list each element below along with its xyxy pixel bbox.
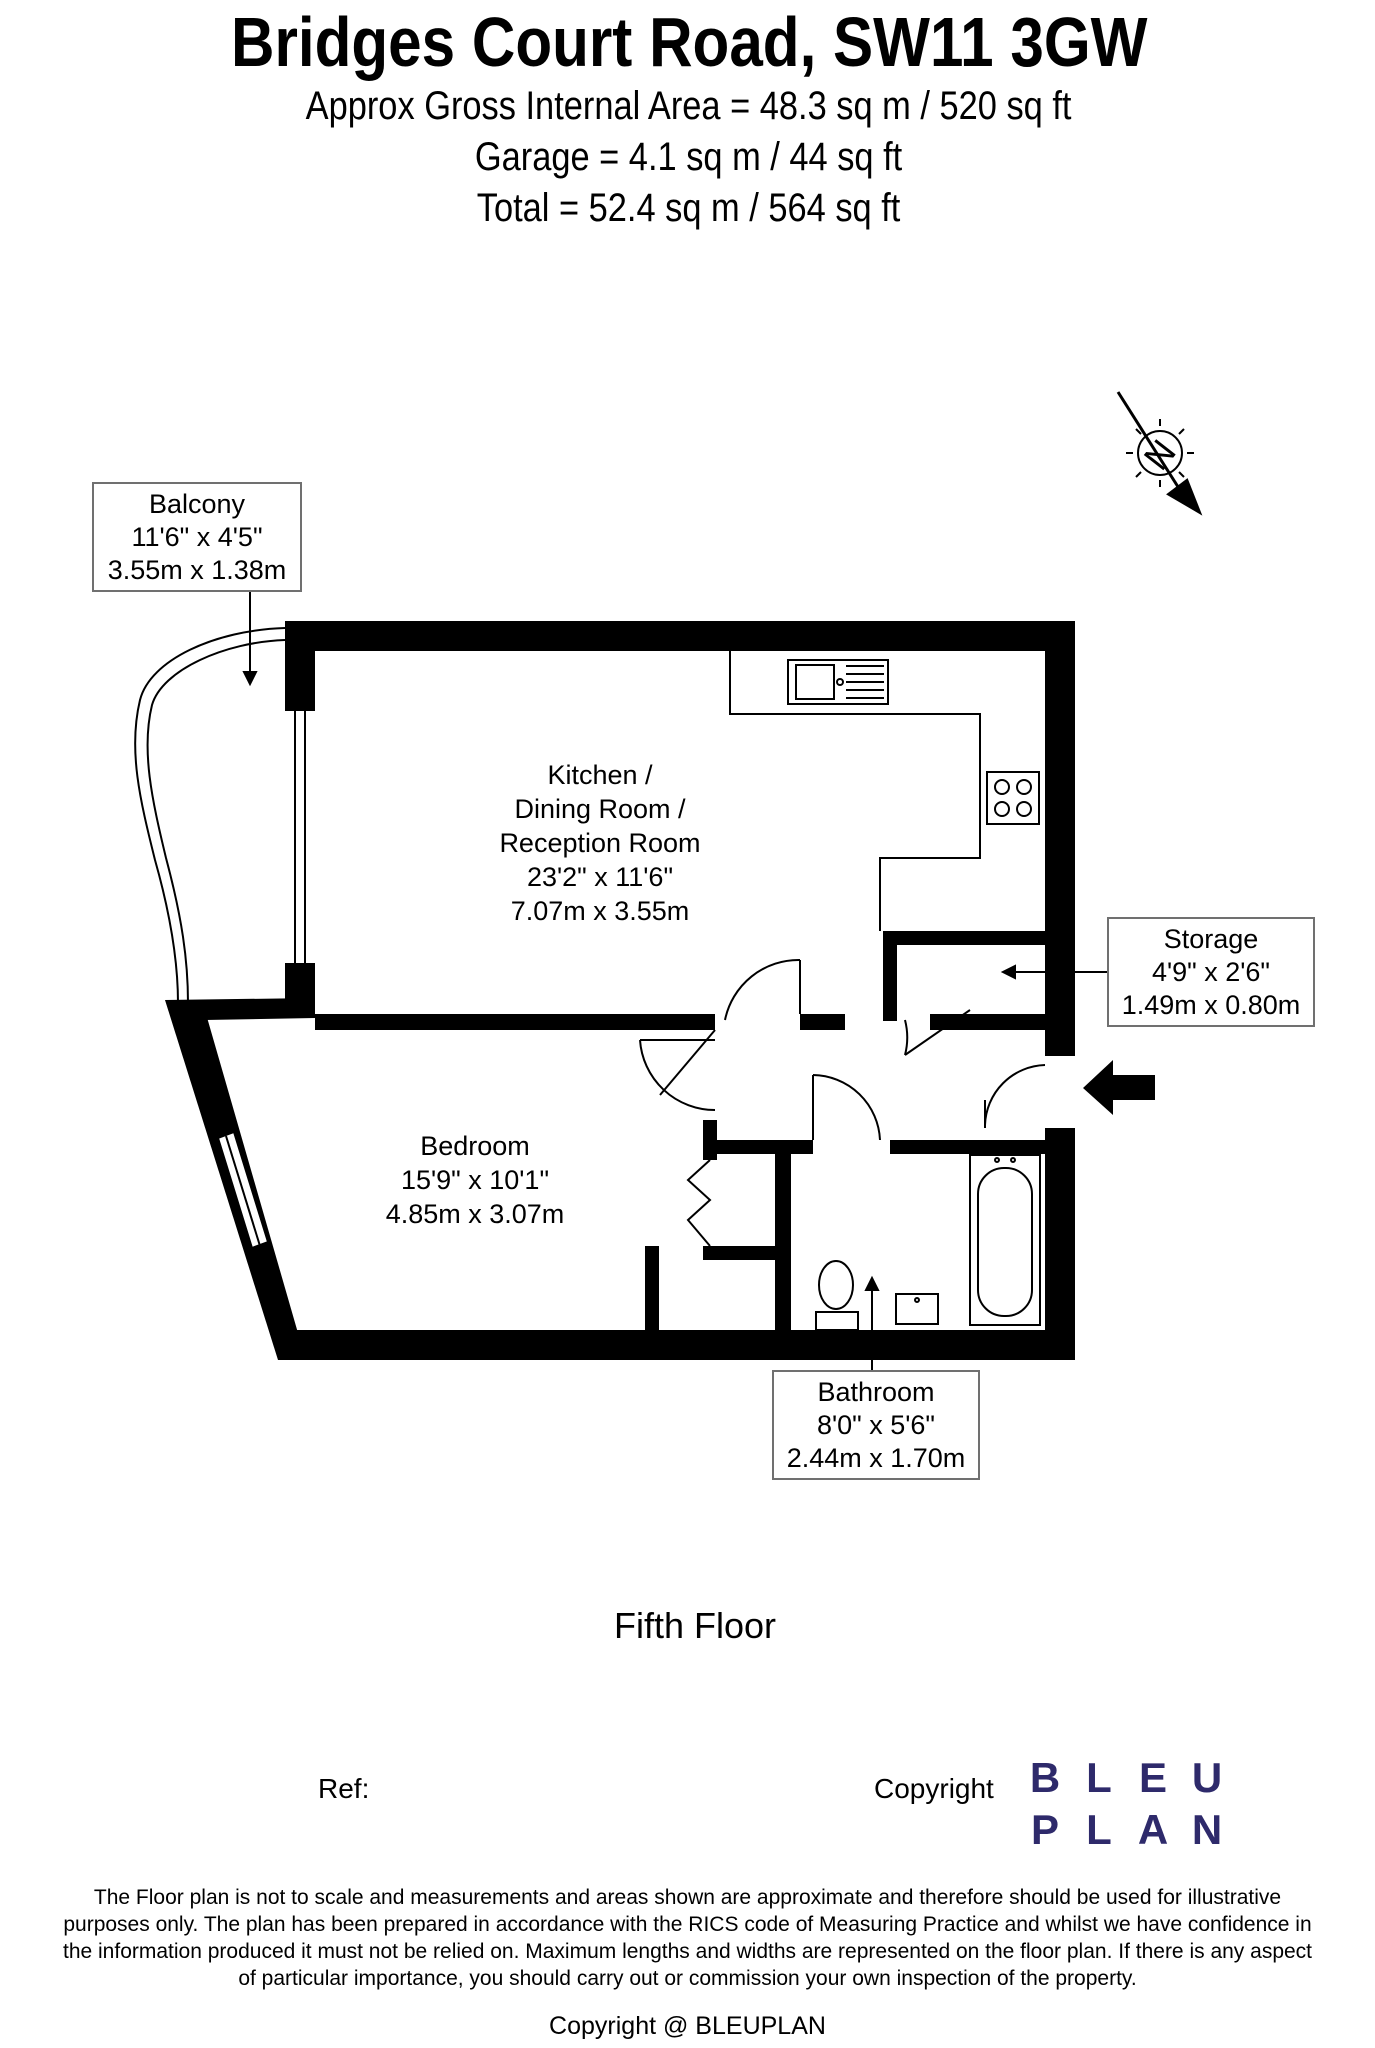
kitchen-counter [729, 651, 1040, 931]
bedroom-label: Bedroom 15'9" x 10'1" 4.85m x 3.07m [360, 1129, 590, 1231]
balcony-metric: 3.55m x 1.38m [107, 555, 287, 585]
entrance-arrow-icon [1083, 1060, 1155, 1115]
bottom-copyright: Copyright @ BLEUPLAN [549, 2012, 826, 2040]
bedroom-imperial: 15'9" x 10'1" [400, 1165, 550, 1195]
storage-imperial: 4'9" x 2'6" [1151, 957, 1271, 987]
doors [639, 958, 1046, 1247]
balcony-label: Balcony 11'6" x 4'5" 3.55m x 1.38m [92, 482, 302, 592]
total-area: Total = 52.4 sq m / 564 sq ft [476, 186, 901, 230]
garage-area: Garage = 4.1 sq m / 44 sq ft [474, 135, 903, 179]
gross-internal-area: Approx Gross Internal Area = 48.3 sq m /… [305, 84, 1072, 128]
disclaimer-line: The Floor plan is not to scale and measu… [93, 1886, 1282, 1909]
window-kitchen [294, 711, 306, 963]
walls [165, 621, 1075, 1360]
storage-label: Storage 4'9" x 2'6" 1.49m x 0.80m [1107, 917, 1315, 1027]
disclaimer: The Floor plan is not to scale and measu… [0, 1884, 1375, 1992]
disclaimer-line: purposes only. The plan has been prepare… [63, 1913, 1312, 1936]
disclaimer-line: of particular importance, you should car… [238, 1967, 1137, 1990]
toilet-and-basin [815, 1260, 939, 1331]
kitchen-metric: 7.07m x 3.55m [510, 896, 690, 926]
bathroom-imperial: 8'0" x 5'6" [816, 1410, 936, 1440]
kitchen-label: Kitchen / Dining Room / Reception Room 2… [470, 758, 730, 928]
leader-lines [242, 590, 1107, 1370]
kitchen-imperial: 23'2" x 11'6" [526, 862, 674, 892]
floor-name: Fifth Floor [613, 1605, 777, 1646]
bedroom-name: Bedroom [420, 1131, 530, 1161]
balcony-name: Balcony [148, 489, 246, 519]
page-title: Bridges Court Road, SW11 3GW [230, 3, 1148, 81]
bathroom-metric: 2.44m x 1.70m [786, 1443, 966, 1473]
compass-icon: N [1116, 391, 1203, 516]
balcony-imperial: 11'6" x 4'5" [131, 522, 263, 552]
kitchen-name-line-1: Kitchen / [547, 760, 653, 790]
bathroom-name: Bathroom [817, 1377, 935, 1407]
balcony-outline [134, 627, 286, 1004]
bedroom-metric: 4.85m x 3.07m [385, 1199, 565, 1229]
copyright-label: Copyright [874, 1773, 994, 1804]
ref-label: Ref: [318, 1773, 370, 1804]
kitchen-name-line-3: Reception Room [499, 828, 701, 858]
bath [969, 1154, 1041, 1326]
bathroom-label: Bathroom 8'0" x 5'6" 2.44m x 1.70m [772, 1370, 980, 1480]
disclaimer-line: the information produced it must not be … [62, 1940, 1313, 1963]
kitchen-name-line-2: Dining Room / [514, 794, 686, 824]
window-bedroom [216, 1130, 270, 1250]
storage-metric: 1.49m x 0.80m [1121, 990, 1301, 1020]
storage-name: Storage [1163, 924, 1259, 954]
